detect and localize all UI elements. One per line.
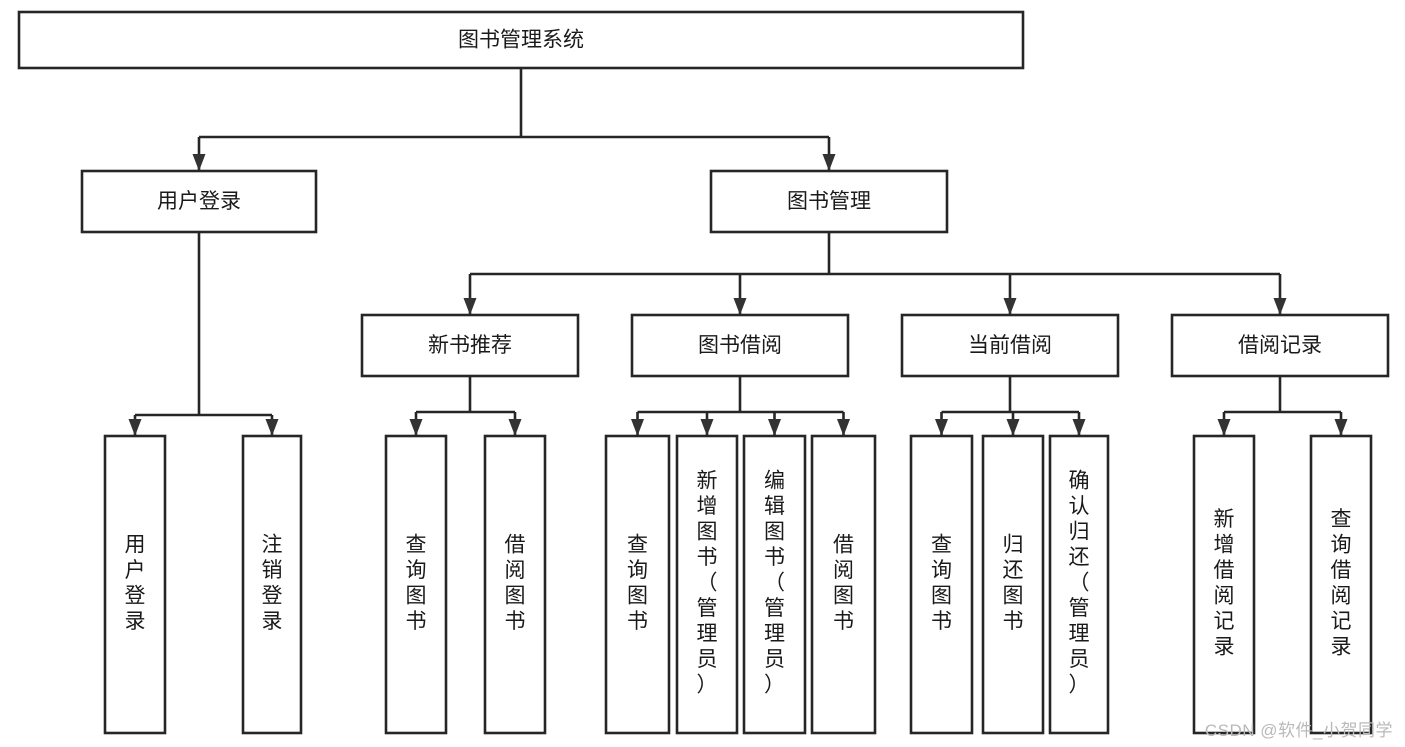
node-box[interactable] (103, 434, 167, 735)
node-label: 确认归还（管理员） (1069, 470, 1090, 697)
node-box[interactable] (604, 434, 671, 735)
node-new-book-recommend[interactable]: 新书推荐 (360, 313, 580, 378)
arrow-head (837, 419, 850, 436)
node-label: 用户登录 (157, 190, 241, 213)
arrow-head (733, 298, 747, 315)
arrow-head (1273, 298, 1287, 315)
arrow-head (192, 154, 206, 171)
arrow-head (700, 419, 714, 436)
nodes-layer: 图书管理系统用户登录图书管理新书推荐图书借阅当前借阅借阅记录用户登录注销登录查询… (17, 10, 1390, 735)
node-box[interactable] (909, 434, 974, 735)
node-box[interactable] (742, 434, 807, 735)
node-box[interactable] (900, 313, 1120, 378)
node-borrow-record[interactable]: 借阅记录 (1170, 313, 1390, 378)
node-label: 新增借阅记录 (1214, 508, 1235, 659)
node-box[interactable] (360, 313, 580, 378)
edge-group-root (192, 68, 836, 171)
node-leaf-logout-login[interactable]: 注销登录 (241, 434, 303, 735)
node-leaf-return-book[interactable]: 归还图书 (981, 434, 1045, 735)
node-box[interactable] (709, 169, 949, 234)
node-label: 图书管理 (787, 190, 871, 213)
arrow-head (1006, 419, 1020, 436)
arrow-head (1072, 419, 1086, 436)
node-label: 归还图书 (1003, 533, 1024, 633)
node-label: 借阅记录 (1238, 334, 1322, 357)
node-label: 图书借阅 (698, 334, 782, 357)
edge-group-new-book-recommend (409, 376, 522, 436)
arrow-head (631, 419, 644, 436)
node-label: 图书管理系统 (458, 29, 584, 52)
node-label: 用户登录 (125, 533, 146, 633)
arrow-head (265, 419, 279, 436)
edge-group-user-login (128, 232, 279, 436)
arrow-head (768, 419, 781, 436)
node-box[interactable] (17, 10, 1025, 70)
node-leaf-borrow-book-recommend[interactable]: 借阅图书 (483, 434, 547, 735)
arrow-head (935, 419, 948, 436)
edge-group-current-borrow (935, 376, 1086, 436)
node-leaf-user-login[interactable]: 用户登录 (103, 434, 167, 735)
node-book-borrow[interactable]: 图书借阅 (630, 313, 850, 378)
node-box[interactable] (810, 434, 877, 735)
edge-group-borrow-record (1217, 376, 1348, 436)
arrow-head (1217, 419, 1231, 436)
node-label: 借阅图书 (833, 533, 854, 633)
node-leaf-add-borrow-record[interactable]: 新增借阅记录 (1192, 434, 1256, 735)
node-box[interactable] (1192, 434, 1256, 735)
edge-group-book-manage (463, 232, 1287, 315)
node-leaf-query-book-current[interactable]: 查询图书 (909, 434, 974, 735)
node-label: 新书推荐 (428, 334, 512, 357)
arrow-head (1003, 298, 1017, 315)
edge-group-book-borrow (631, 376, 850, 436)
node-label: 查询图书 (406, 533, 427, 633)
node-label: 注销登录 (262, 533, 283, 633)
node-leaf-add-book-admin[interactable]: 新增图书（管理员） (675, 434, 739, 735)
node-box[interactable] (483, 434, 547, 735)
arrow-head (463, 298, 477, 315)
node-root[interactable]: 图书管理系统 (17, 10, 1025, 70)
node-leaf-query-book-recommend[interactable]: 查询图书 (384, 434, 448, 735)
arrow-head (822, 154, 836, 171)
node-leaf-query-borrow-record[interactable]: 查询借阅记录 (1309, 434, 1373, 735)
node-label: 当前借阅 (968, 334, 1052, 357)
node-box[interactable] (630, 313, 850, 378)
node-label: 查询借阅记录 (1331, 508, 1352, 659)
arrow-head (1334, 419, 1348, 436)
arrow-head (409, 419, 423, 436)
node-current-borrow[interactable]: 当前借阅 (900, 313, 1120, 378)
node-label: 新增图书（管理员） (697, 470, 718, 697)
node-label: 编辑图书（管理员） (764, 470, 785, 697)
node-box[interactable] (981, 434, 1045, 735)
node-user-login[interactable]: 用户登录 (80, 169, 318, 234)
node-box[interactable] (80, 169, 318, 234)
node-label: 查询图书 (627, 533, 648, 633)
node-box[interactable] (1170, 313, 1390, 378)
node-label: 借阅图书 (505, 533, 526, 633)
node-book-manage[interactable]: 图书管理 (709, 169, 949, 234)
node-leaf-query-book-borrow[interactable]: 查询图书 (604, 434, 671, 735)
node-box[interactable] (675, 434, 739, 735)
node-box[interactable] (1048, 434, 1110, 735)
arrow-head (128, 419, 142, 436)
node-leaf-borrow-book[interactable]: 借阅图书 (810, 434, 877, 735)
node-leaf-confirm-return-admin[interactable]: 确认归还（管理员） (1048, 434, 1110, 735)
node-label: 查询图书 (931, 533, 952, 633)
node-box[interactable] (241, 434, 303, 735)
edges-layer (128, 68, 1348, 436)
node-leaf-edit-book-admin[interactable]: 编辑图书（管理员） (742, 434, 807, 735)
node-box[interactable] (1309, 434, 1373, 735)
arrow-head (508, 419, 522, 436)
node-box[interactable] (384, 434, 448, 735)
